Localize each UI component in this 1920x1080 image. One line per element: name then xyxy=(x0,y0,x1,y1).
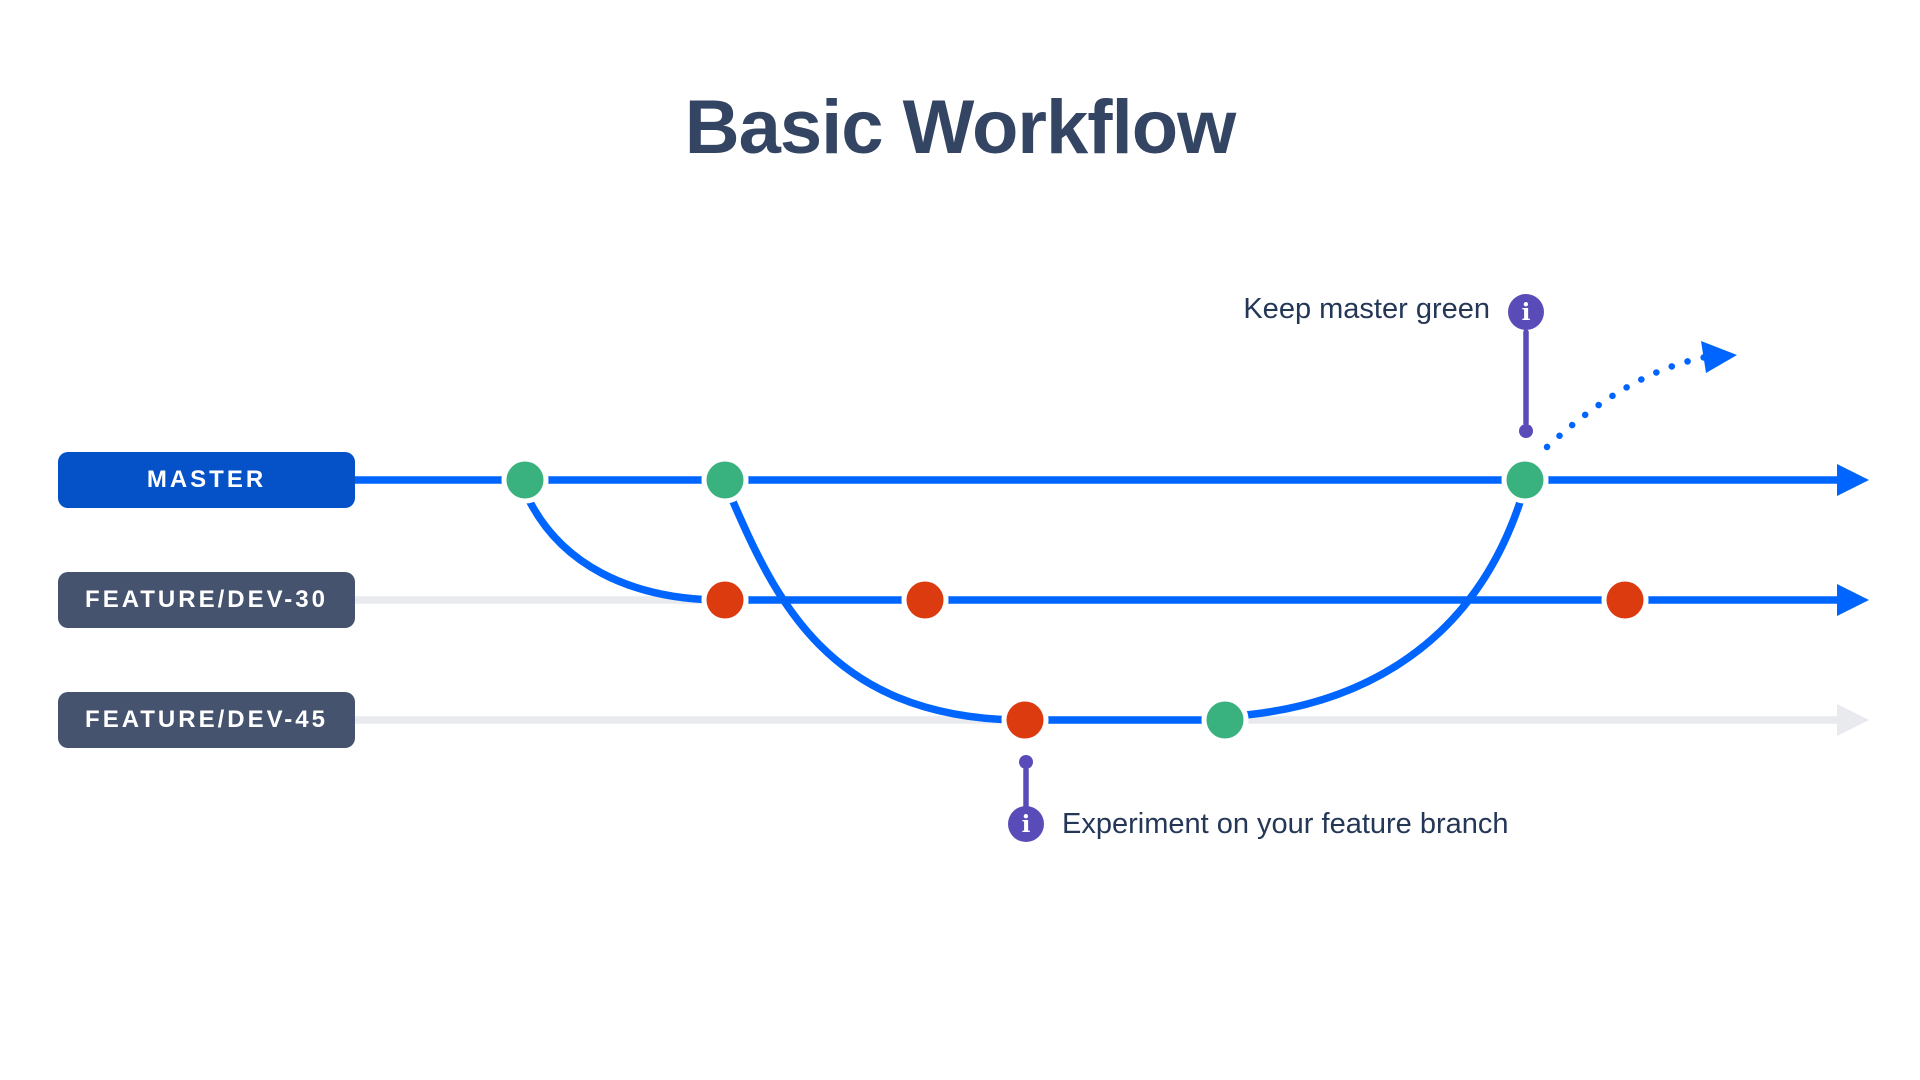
commit-dot-master-3 xyxy=(1501,456,1549,504)
info-icon[interactable]: i xyxy=(1008,806,1044,842)
commit-dot-dev45-1 xyxy=(1001,696,1049,744)
experiment-note: Experiment on your feature branch xyxy=(1062,808,1509,840)
info-icon-glyph: i xyxy=(1521,298,1531,326)
branch-curve-master-to-dev30 xyxy=(523,492,720,604)
page-title: Basic Workflow xyxy=(684,85,1237,170)
keep-master-green-stem-dot xyxy=(1519,424,1533,438)
branch-curve-master-to-dev45 xyxy=(727,493,1020,724)
branch-badge-feature-dev-30-label: FEATURE/DEV-30 xyxy=(85,586,328,613)
dev30-arrowhead-icon xyxy=(1837,584,1869,616)
keep-master-green-note: Keep master green xyxy=(1243,293,1490,325)
master-arrowhead-icon xyxy=(1837,464,1869,496)
info-icon-glyph: i xyxy=(1021,810,1031,838)
commit-dot-dev30-1 xyxy=(701,576,749,624)
dotted-continue-arc xyxy=(1543,353,1710,451)
commit-dot-dev30-3 xyxy=(1601,576,1649,624)
branch-badge-feature-dev-45-label: FEATURE/DEV-45 xyxy=(85,706,328,733)
commit-dot-master-2 xyxy=(701,456,749,504)
info-icon[interactable]: i xyxy=(1508,294,1544,330)
commit-dot-dev30-2 xyxy=(901,576,949,624)
commit-dot-master-1 xyxy=(501,456,549,504)
dev45-arrowhead-icon xyxy=(1837,704,1869,736)
commit-dot-dev45-2 xyxy=(1201,696,1249,744)
branch-badge-feature-dev-30: FEATURE/DEV-30 xyxy=(58,572,355,628)
branch-badge-feature-dev-45: FEATURE/DEV-45 xyxy=(58,692,355,748)
dotted-arrowhead-icon xyxy=(1701,341,1737,373)
experiment-stem-dot xyxy=(1019,755,1033,769)
branch-badge-master: MASTER xyxy=(58,452,355,508)
merge-curve-dev45-to-master xyxy=(1230,492,1526,720)
branch-badge-master-label: MASTER xyxy=(146,466,267,493)
